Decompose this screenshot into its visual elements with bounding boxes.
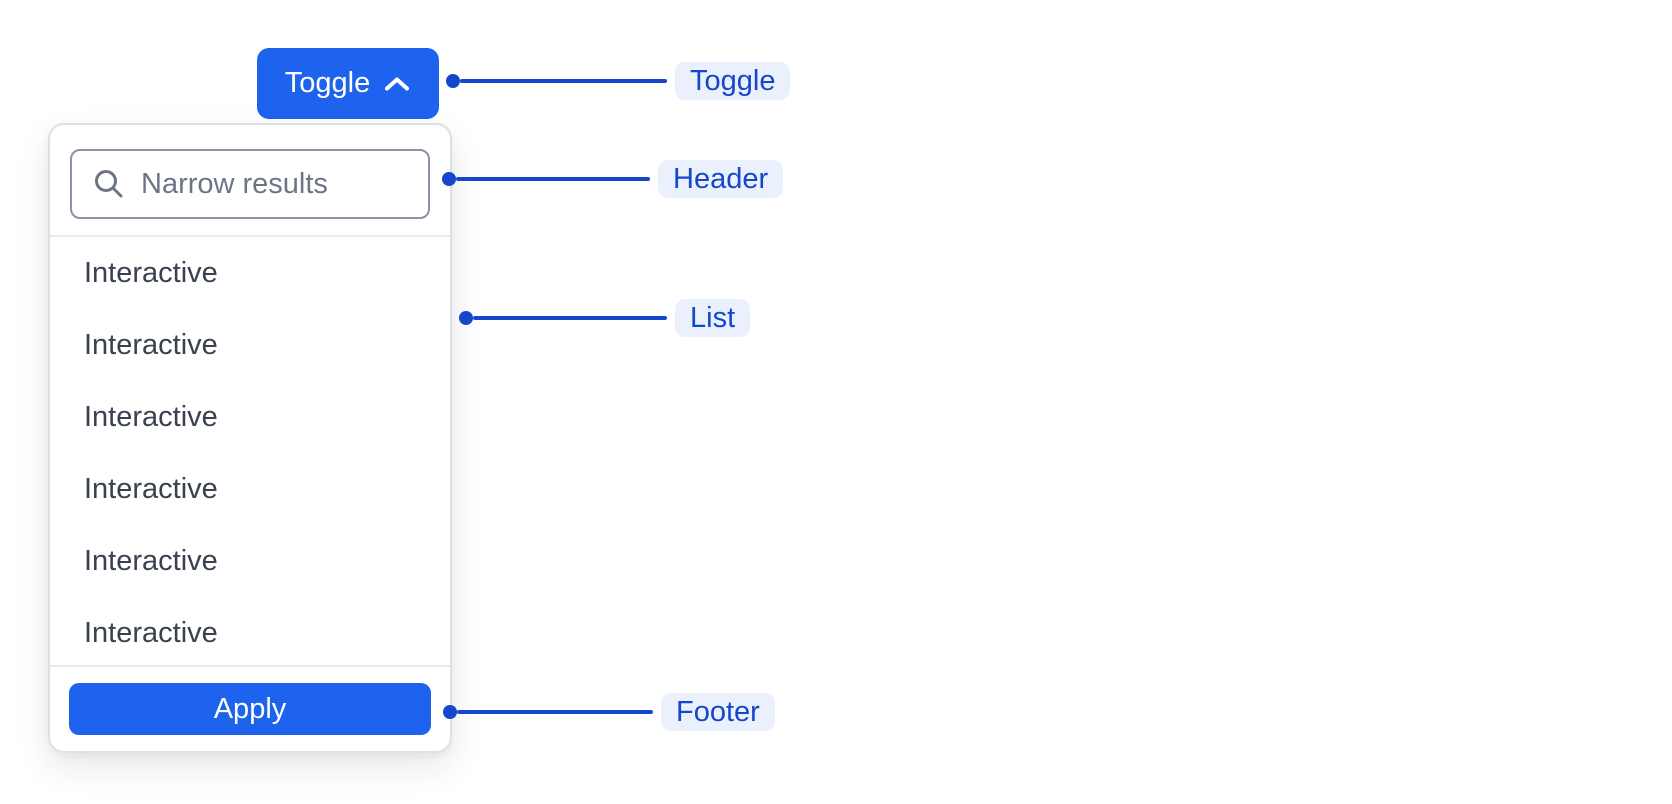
list-item[interactable]: Interactive: [84, 328, 218, 361]
list-item[interactable]: Interactive: [84, 400, 218, 433]
annotation-toggle: Toggle: [446, 62, 791, 100]
apply-button[interactable]: Apply: [69, 683, 431, 735]
toggle-button[interactable]: Toggle: [257, 48, 439, 119]
list-item[interactable]: Interactive: [84, 616, 218, 649]
chevron-up-icon: [383, 75, 411, 93]
list-item[interactable]: Interactive: [84, 256, 218, 289]
dropdown-footer: Apply: [50, 665, 450, 751]
list-item[interactable]: Interactive: [84, 472, 218, 505]
connector-line: [457, 710, 653, 714]
annotation-footer: Footer: [443, 693, 775, 731]
search-box[interactable]: [70, 149, 430, 219]
search-input[interactable]: [141, 167, 410, 201]
search-icon: [92, 167, 126, 201]
connector-dot-icon: [459, 311, 473, 325]
connector-dot-icon: [446, 74, 460, 88]
annotation-list: List: [459, 299, 751, 337]
connector-line: [456, 177, 650, 181]
annotation-label-footer: Footer: [661, 693, 775, 731]
annotation-label-toggle: Toggle: [675, 62, 791, 100]
annotation-header: Header: [442, 160, 784, 198]
dropdown-header: [50, 125, 450, 237]
dropdown-panel: Interactive Interactive Interactive Inte…: [48, 123, 452, 753]
connector-dot-icon: [442, 172, 456, 186]
annotation-label-header: Header: [658, 160, 784, 198]
connector-dot-icon: [443, 705, 457, 719]
annotation-label-list: List: [675, 299, 751, 337]
list-item[interactable]: Interactive: [84, 544, 218, 577]
connector-line: [460, 79, 667, 83]
dropdown-list: Interactive Interactive Interactive Inte…: [50, 237, 450, 665]
toggle-button-label: Toggle: [284, 67, 371, 99]
connector-line: [473, 316, 667, 320]
